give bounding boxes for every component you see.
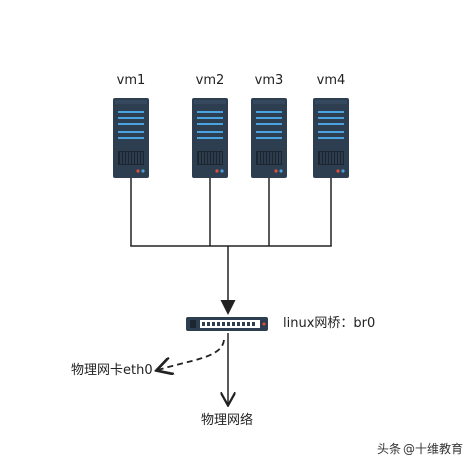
bridge-label: linux网桥：br0	[283, 316, 376, 331]
vm-label-3: vm3	[254, 73, 284, 88]
server-icon-vm4	[312, 97, 350, 179]
vm-label-1: vm1	[116, 73, 146, 88]
watermark-text: @十维教育	[402, 442, 463, 456]
vm-label-2: vm2	[195, 73, 225, 88]
vm-label-4: vm4	[316, 73, 346, 88]
server-icon-vm1	[112, 97, 150, 179]
physical-network-label: 物理网络	[201, 413, 254, 428]
watermark: 头条 @十维教育	[377, 440, 463, 457]
switch-icon	[186, 317, 268, 331]
server-icon-vm2	[191, 97, 229, 179]
nic-label: 物理网卡eth0	[71, 363, 153, 378]
connection-lines	[130, 178, 332, 315]
server-icon-vm3	[250, 97, 288, 179]
nic-dashed-link	[158, 339, 225, 370]
watermark-prefix: 头条	[376, 442, 401, 456]
